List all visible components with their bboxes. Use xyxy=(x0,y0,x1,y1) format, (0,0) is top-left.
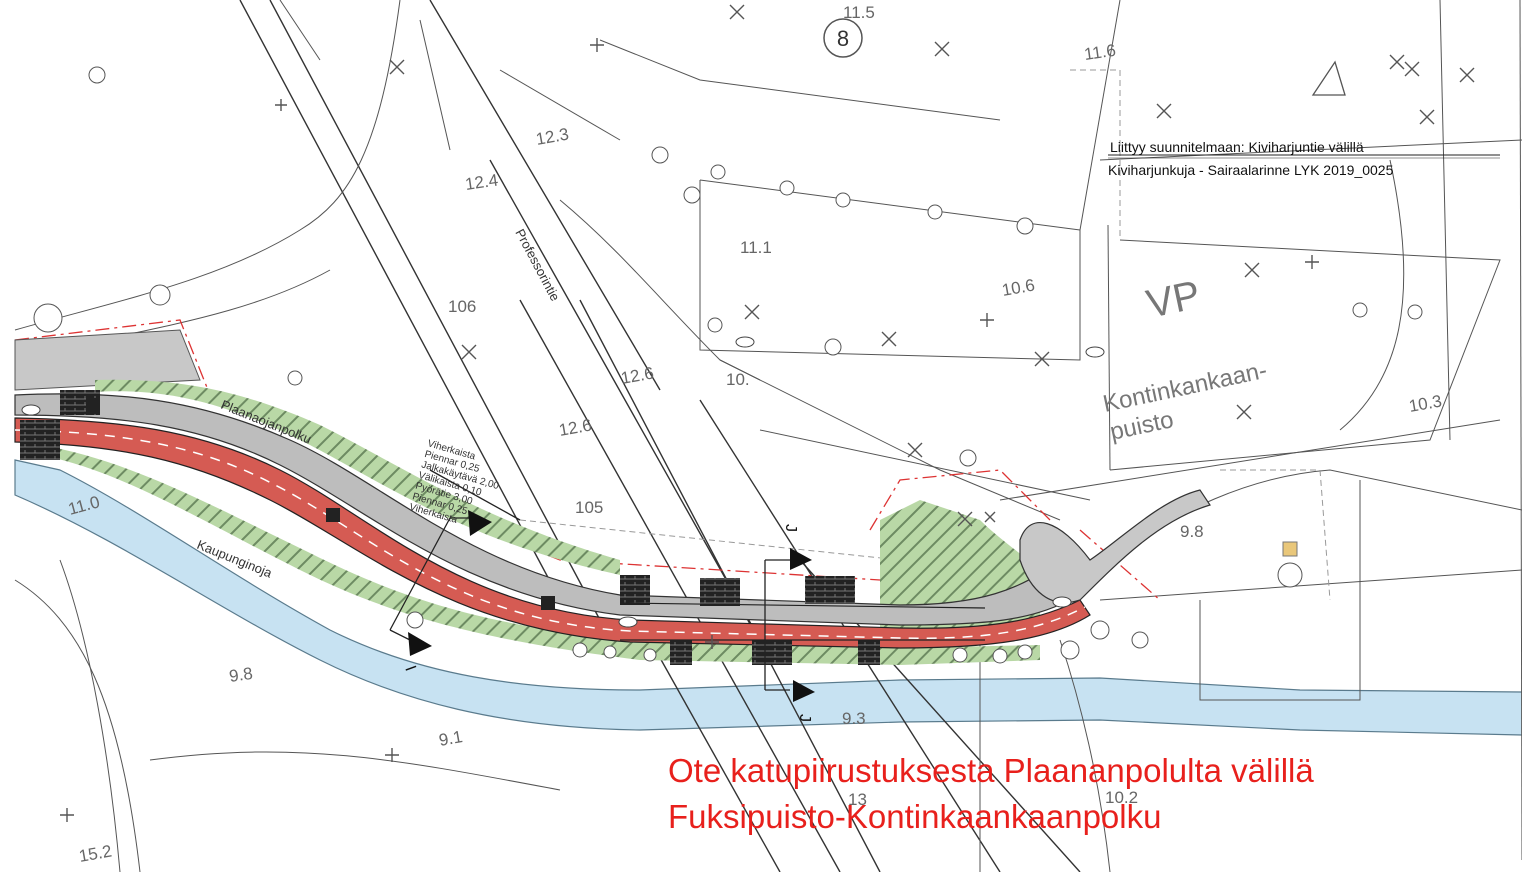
map-caption: Ote katupiirustuksesta Plaananpolulta vä… xyxy=(668,748,1314,840)
plot-number-circle xyxy=(823,18,863,58)
elevation-label: 13 xyxy=(848,790,867,809)
caption-line-1: Ote katupiirustuksesta Plaananpolulta vä… xyxy=(668,752,1314,789)
note-line-2: Kiviharjunkuja - Sairaalarinne LYK 2019_… xyxy=(1108,162,1394,178)
elevation-label: 12.4 xyxy=(464,171,499,194)
elevation-label: 10.2 xyxy=(1105,788,1138,807)
note-line-1: Liittyy suunnitelmaan: Kiviharjuntie väl… xyxy=(1110,139,1364,155)
street-professorintie: Professorintie xyxy=(512,226,563,303)
section-mark-j-top: J xyxy=(782,524,799,532)
section-line-j xyxy=(764,559,790,691)
zone-vp: VP xyxy=(1143,273,1204,327)
crossing-blocks xyxy=(20,390,880,665)
kontinkankaanpolku-curve xyxy=(1019,489,1211,604)
elevation-label: 10.3 xyxy=(1407,391,1443,415)
elevation-label: 12.6 xyxy=(619,363,655,387)
bike-path xyxy=(14,417,1091,649)
elevation-label: 15.2 xyxy=(77,841,113,865)
park-label-1: Kontinkankaan- xyxy=(1101,357,1270,418)
professorintie-road xyxy=(239,0,1081,872)
caption-line-2: Fuksipuisto-Kontinkaankaanpolku xyxy=(668,798,1162,835)
section-line-i xyxy=(389,469,521,641)
elevation-label: 9.1 xyxy=(437,727,464,750)
elevation-label: 9.8 xyxy=(228,664,254,686)
elevation-label: 106 xyxy=(448,297,476,316)
stream-water xyxy=(14,459,1522,736)
elevation-label: 10.6 xyxy=(1000,275,1036,299)
gray-lane-left xyxy=(14,329,201,391)
section-mark-i: I xyxy=(401,664,418,674)
elevation-label: 11.5 xyxy=(843,3,875,22)
tree-symbols xyxy=(33,66,1423,664)
elevation-label: 12.3 xyxy=(534,124,570,148)
elevation-label: 10. xyxy=(726,370,750,389)
elevation-label: 11.1 xyxy=(740,238,772,257)
green-strip-north xyxy=(95,379,620,575)
triangle-marker xyxy=(1311,60,1346,96)
elevation-label: 11.6 xyxy=(1083,41,1117,64)
sign-marker xyxy=(1282,541,1298,557)
elevation-label: 12.6 xyxy=(557,415,593,439)
elevation-label: 105 xyxy=(575,498,603,517)
elevation-label: 9.3 xyxy=(842,709,866,728)
plot-number: 8 xyxy=(837,26,849,51)
section-mark-j-bottom: J xyxy=(796,714,813,722)
elevation-label: 9.8 xyxy=(1180,522,1204,541)
